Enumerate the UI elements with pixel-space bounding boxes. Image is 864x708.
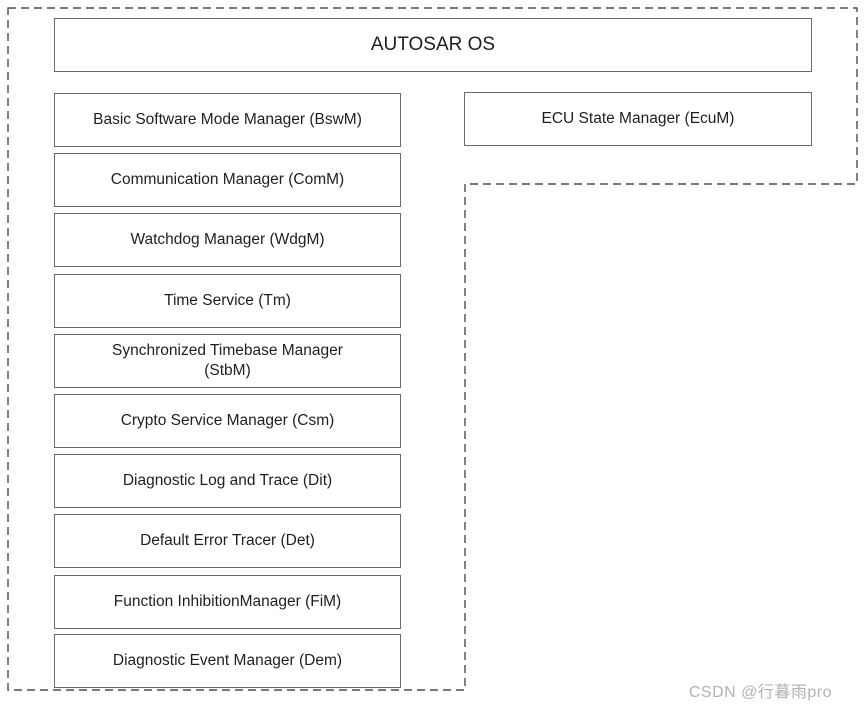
module-stbm: Synchronized Timebase Manager (StbM) xyxy=(54,334,401,388)
module-ecum: ECU State Manager (EcuM) xyxy=(464,92,812,146)
module-comm: Communication Manager (ComM) xyxy=(54,153,401,207)
os-title-box: AUTOSAR OS xyxy=(54,18,812,72)
module-tm: Time Service (Tm) xyxy=(54,274,401,328)
module-dit: Diagnostic Log and Trace (Dit) xyxy=(54,454,401,508)
module-wdgm: Watchdog Manager (WdgM) xyxy=(54,213,401,267)
module-det: Default Error Tracer (Det) xyxy=(54,514,401,568)
module-bswm: Basic Software Mode Manager (BswM) xyxy=(54,93,401,147)
csdn-watermark: CSDN @行暮雨pro xyxy=(688,684,832,701)
module-fim: Function InhibitionManager (FiM) xyxy=(54,575,401,629)
module-dem: Diagnostic Event Manager (Dem) xyxy=(54,634,401,688)
module-csm: Crypto Service Manager (Csm) xyxy=(54,394,401,448)
